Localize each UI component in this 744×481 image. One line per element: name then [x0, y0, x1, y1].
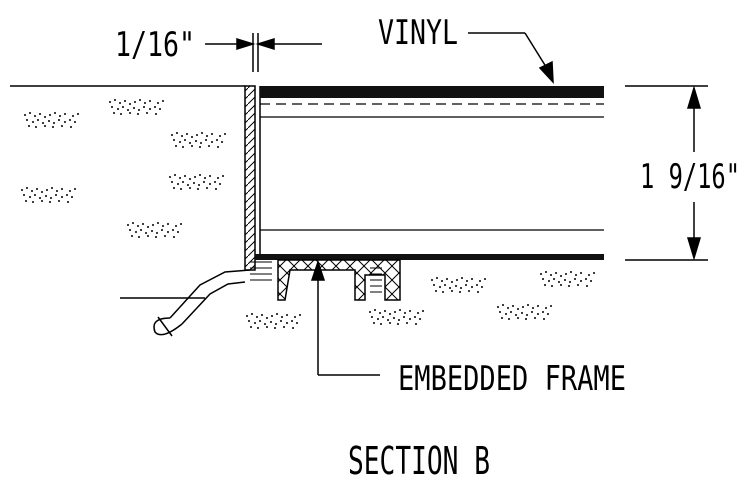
vinyl-layer	[260, 86, 604, 98]
gap-dimension-label: 1/16"	[115, 25, 195, 65]
panel-bottom	[255, 254, 604, 260]
embedded-frame-section	[250, 259, 401, 301]
vinyl-leader	[468, 32, 554, 85]
thickness-dimension	[625, 85, 708, 261]
frame-leader	[310, 259, 380, 376]
embedded-frame-label: EMBEDDED FRAME	[398, 359, 626, 399]
thickness-label: 1 9/16"	[640, 157, 740, 197]
vinyl-label: VINYL	[378, 13, 458, 53]
edge-wall	[244, 85, 256, 271]
anchor-bolt	[153, 269, 251, 337]
section-title: SECTION B	[348, 439, 490, 481]
aggregate-texture	[21, 99, 595, 329]
gap-dimension	[205, 33, 322, 72]
